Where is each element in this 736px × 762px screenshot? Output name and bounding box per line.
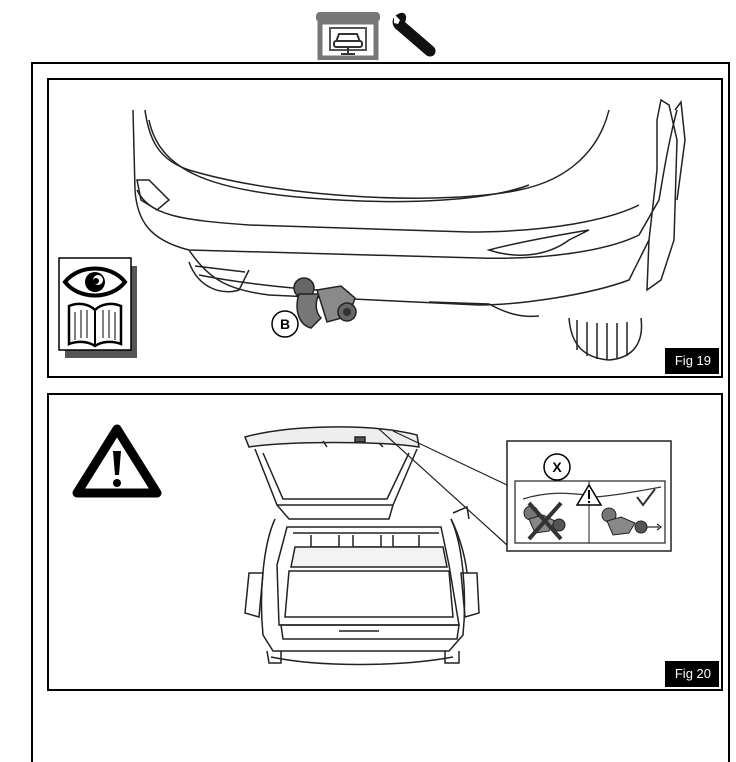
warning-triangle-icon <box>72 424 162 498</box>
figure-19-panel: B Fig 19 <box>47 78 723 378</box>
callout-b: B <box>271 310 299 338</box>
figure-19-label: Fig 19 <box>664 348 719 374</box>
car-rear-illustration <box>132 98 686 361</box>
wrench-icon <box>392 12 436 57</box>
read-manual-icon-group <box>58 257 137 358</box>
figure-20-panel: X Fig 20 <box>47 393 723 691</box>
towbar-ball-illustration <box>293 277 357 329</box>
callout-x-label: X <box>552 459 562 475</box>
header-icons <box>314 8 444 60</box>
vehicle-lift-icon <box>316 12 380 60</box>
detail-inset-x: X <box>506 440 672 552</box>
page-frame <box>31 62 730 762</box>
car-open-tailgate-illustration <box>243 426 480 666</box>
figure-20-label: Fig 20 <box>664 661 719 687</box>
eye-icon <box>62 266 128 298</box>
callout-b-label: B <box>280 316 290 332</box>
detail-leader-lines <box>378 428 508 546</box>
manual-book-icon <box>67 302 123 348</box>
